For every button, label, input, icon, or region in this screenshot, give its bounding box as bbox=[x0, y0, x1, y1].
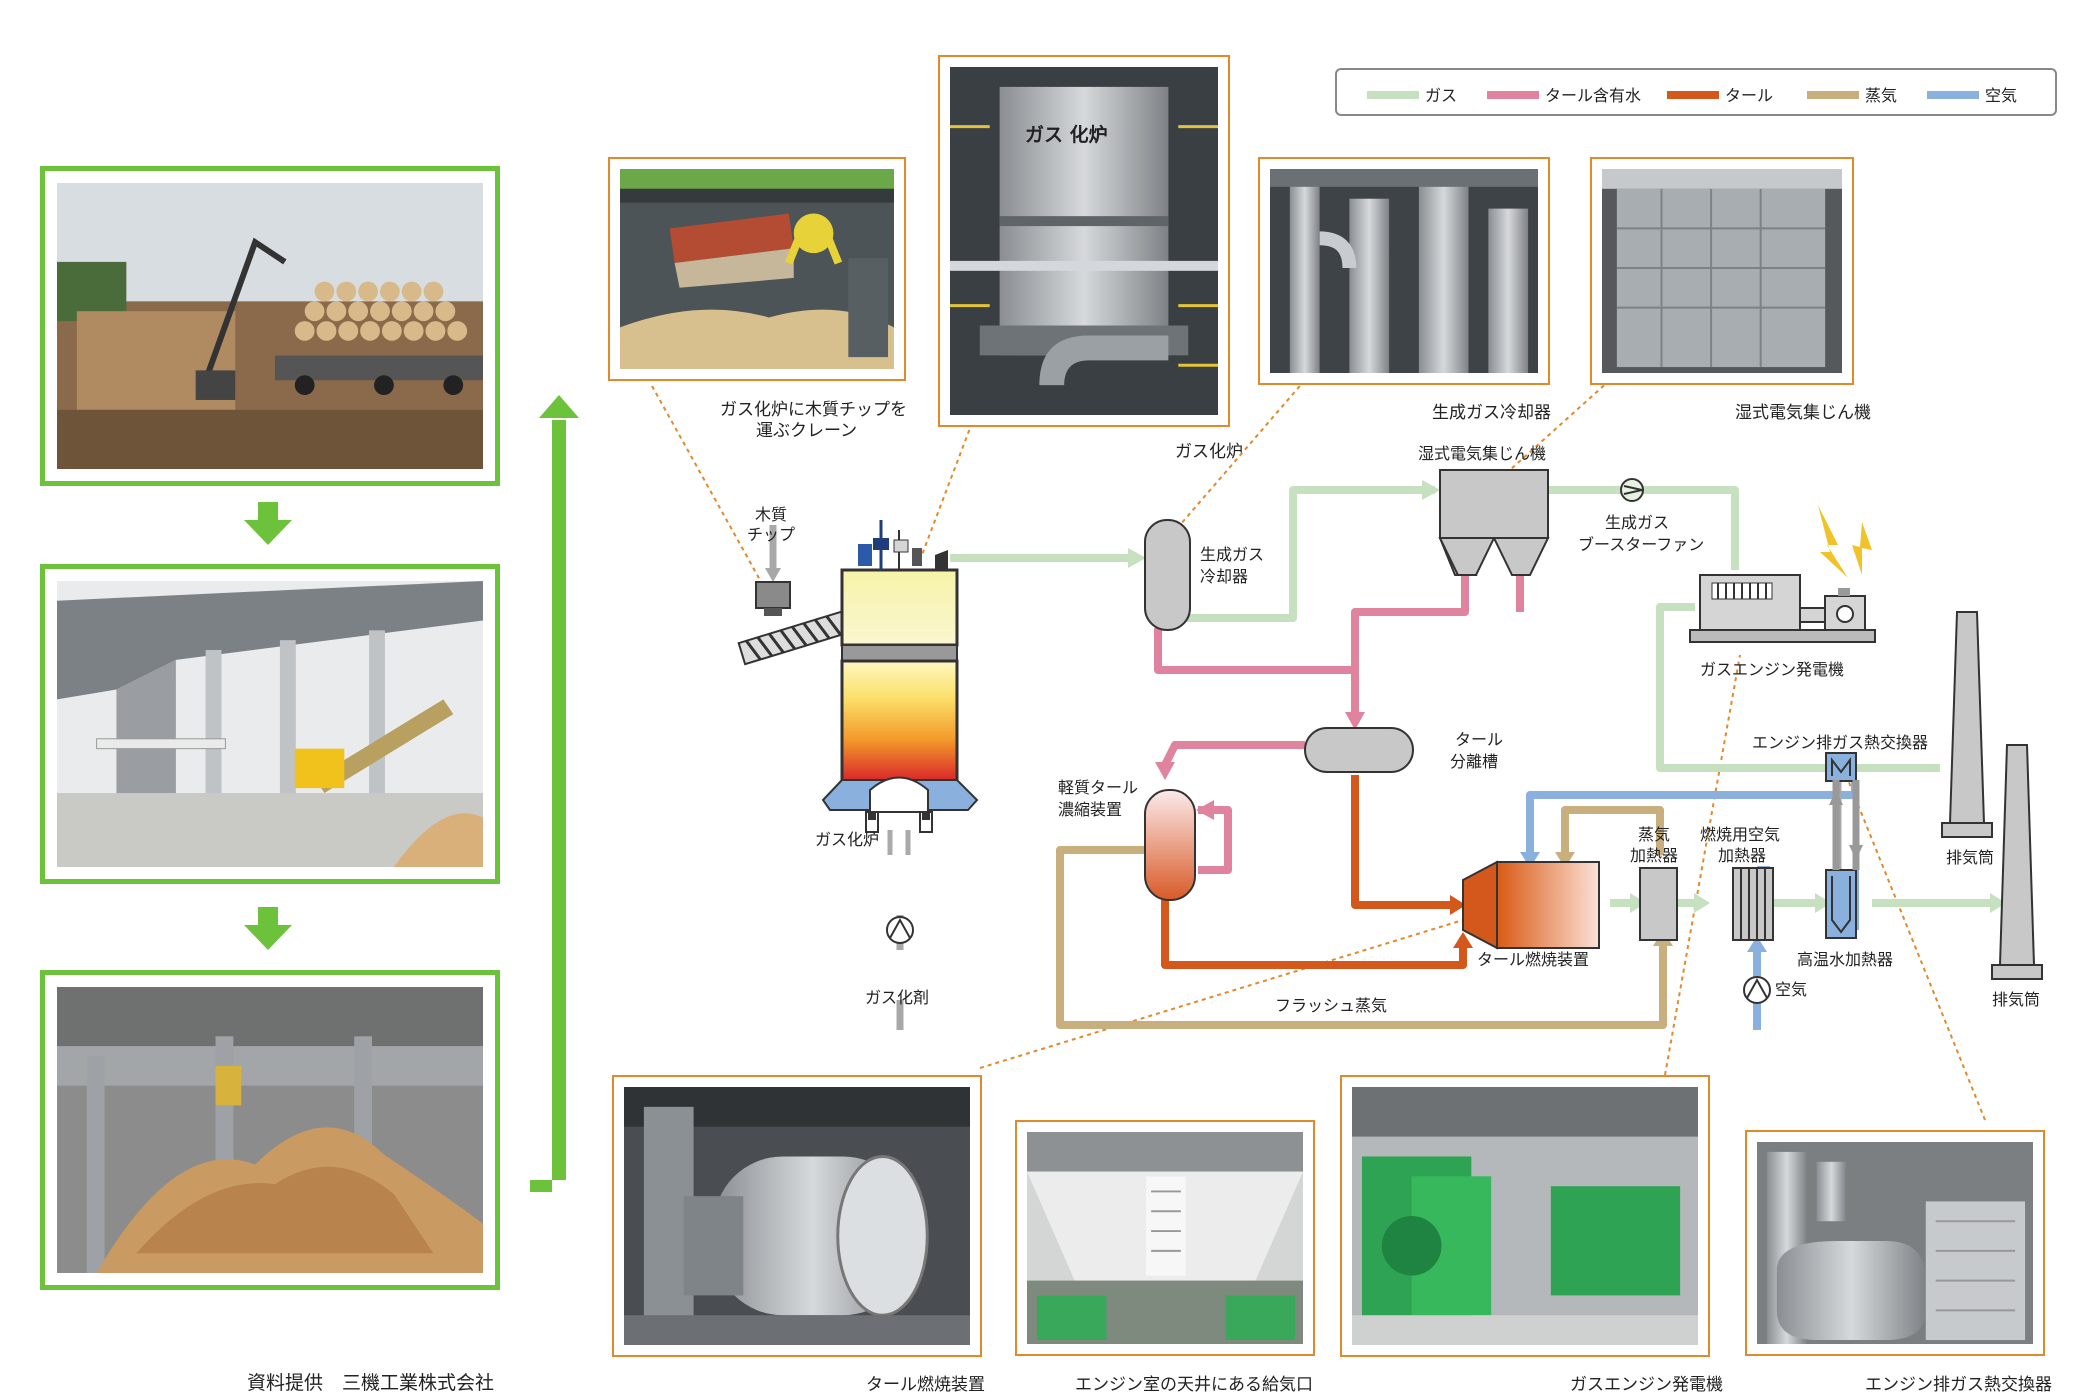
esp-photo-caption: 湿式電気集じん機 bbox=[1735, 403, 1871, 423]
lightning-bolt-icon bbox=[1818, 505, 1848, 578]
gas-cooler bbox=[1144, 519, 1191, 631]
legend-label-tar-water: タール含有水 bbox=[1545, 86, 1642, 105]
flow-arrow-2 bbox=[244, 907, 292, 950]
cooler-label-1: 生成ガス bbox=[1200, 545, 1265, 564]
legend-label-tar: タール bbox=[1725, 86, 1774, 105]
photo-chip-facility bbox=[40, 564, 500, 884]
stack-1-label: 排気筒 bbox=[1946, 848, 1995, 867]
screw-conveyor bbox=[737, 608, 857, 666]
gas-engine-generator bbox=[1689, 574, 1876, 643]
legend-swatch-steam bbox=[1807, 91, 1859, 99]
flash-steam-label: フラッシュ蒸気 bbox=[1275, 996, 1388, 1015]
air-label: 空気 bbox=[1775, 980, 1808, 999]
steam-heater-label-2: 加熱器 bbox=[1630, 846, 1679, 865]
cooler-photo-caption: 生成ガス冷却器 bbox=[1432, 403, 1551, 423]
wet-esp bbox=[1438, 469, 1550, 576]
legend-swatch-gas bbox=[1367, 91, 1419, 99]
gasifier-label: ガス化炉 bbox=[815, 830, 880, 849]
engine-room-photo-caption: エンジン室の天井にある給気口 bbox=[1075, 1375, 1313, 1395]
photo-crane bbox=[608, 157, 906, 381]
flow-arrow-1 bbox=[244, 502, 292, 545]
engine-hx-label: エンジン排ガス熱交換器 bbox=[1752, 733, 1929, 752]
light-tar-label-2: 濃縮装置 bbox=[1058, 800, 1123, 819]
air-heater-label-2: 加熱器 bbox=[1718, 846, 1767, 865]
tar-burner-vessel bbox=[1462, 860, 1600, 950]
steam-heater bbox=[1639, 867, 1678, 941]
gasifier-vessel bbox=[821, 520, 979, 855]
stack-2 bbox=[1991, 744, 2043, 980]
fan-label-1: 生成ガス bbox=[1605, 513, 1670, 532]
tar-burner-label: タール燃焼装置 bbox=[1477, 950, 1590, 969]
gasifying-agent-label: ガス化剤 bbox=[865, 988, 930, 1007]
fan-label-2: ブースターファン bbox=[1578, 535, 1705, 554]
crane-caption-2: 運ぶクレーン bbox=[756, 421, 858, 441]
combustion-air-heater bbox=[1732, 867, 1774, 941]
photo-engine-room bbox=[1015, 1120, 1315, 1356]
gas-engine-label: ガスエンジン発電機 bbox=[1700, 660, 1845, 679]
legend-swatch-tar bbox=[1667, 91, 1719, 99]
legend: ガス タール含有水 タール 蒸気 空気 bbox=[1335, 68, 2057, 116]
flow-arrow-up bbox=[530, 420, 566, 1192]
legend-label-steam: 蒸気 bbox=[1865, 86, 1898, 105]
photo-wet-esp bbox=[1590, 157, 1854, 385]
gasifier-photo-caption: ガス化炉 bbox=[1175, 442, 1243, 462]
tar-separator bbox=[1304, 727, 1414, 773]
legend-swatch-air bbox=[1927, 91, 1979, 99]
tar-sep-label-1: タール bbox=[1455, 730, 1504, 749]
cooler-label-2: 冷却器 bbox=[1200, 567, 1249, 586]
tar-sep-label-2: 分離槽 bbox=[1450, 752, 1499, 771]
agent-pump bbox=[886, 916, 914, 944]
steam-heater-label-1: 蒸気 bbox=[1638, 825, 1671, 844]
legend-label-gas: ガス bbox=[1425, 86, 1458, 105]
photo-tar-burner bbox=[612, 1075, 982, 1357]
crane-caption-1: ガス化炉に木質チップを bbox=[720, 400, 907, 420]
exhaust-hx-photo-caption: エンジン排ガス熱交換器 bbox=[1865, 1375, 2052, 1395]
photo-chip-pile bbox=[40, 970, 500, 1290]
tar-burner-photo-caption: タール燃焼装置 bbox=[866, 1375, 985, 1395]
booster-fan bbox=[1620, 478, 1644, 502]
photo-exhaust-hx bbox=[1745, 1130, 2045, 1356]
engine-exhaust-hx-top bbox=[1825, 752, 1857, 782]
legend-label-air: 空気 bbox=[1985, 86, 2018, 105]
light-tar-concentrator bbox=[1144, 789, 1196, 901]
esp-label: 湿式電気集じん機 bbox=[1418, 444, 1547, 463]
credit-text: 資料提供 三機工業株式会社 bbox=[247, 1372, 495, 1394]
air-heater-label-1: 燃焼用空気 bbox=[1700, 825, 1781, 844]
legend-swatch-tar-water bbox=[1487, 91, 1539, 99]
hot-water-heater-label: 高温水加熱器 bbox=[1797, 950, 1894, 969]
air-pump bbox=[1743, 976, 1771, 1004]
wood-feeder bbox=[755, 581, 791, 609]
wood-chip-label-2: チップ bbox=[747, 525, 796, 544]
stack-1 bbox=[1941, 611, 1993, 838]
photo-gasifier bbox=[938, 55, 1230, 427]
light-tar-label-1: 軽質タール bbox=[1058, 778, 1139, 797]
photo-gas-cooler bbox=[1258, 157, 1550, 385]
photo-generator bbox=[1340, 1075, 1710, 1357]
hot-water-heater bbox=[1825, 869, 1857, 939]
stack-2-label: 排気筒 bbox=[1992, 990, 2041, 1009]
wood-chip-label-1: 木質 bbox=[755, 505, 788, 524]
gasifier-photo-sign: ガス 化炉 bbox=[1025, 124, 1108, 146]
photo-log-yard bbox=[40, 166, 500, 486]
generator-photo-caption: ガスエンジン発電機 bbox=[1570, 1375, 1723, 1395]
